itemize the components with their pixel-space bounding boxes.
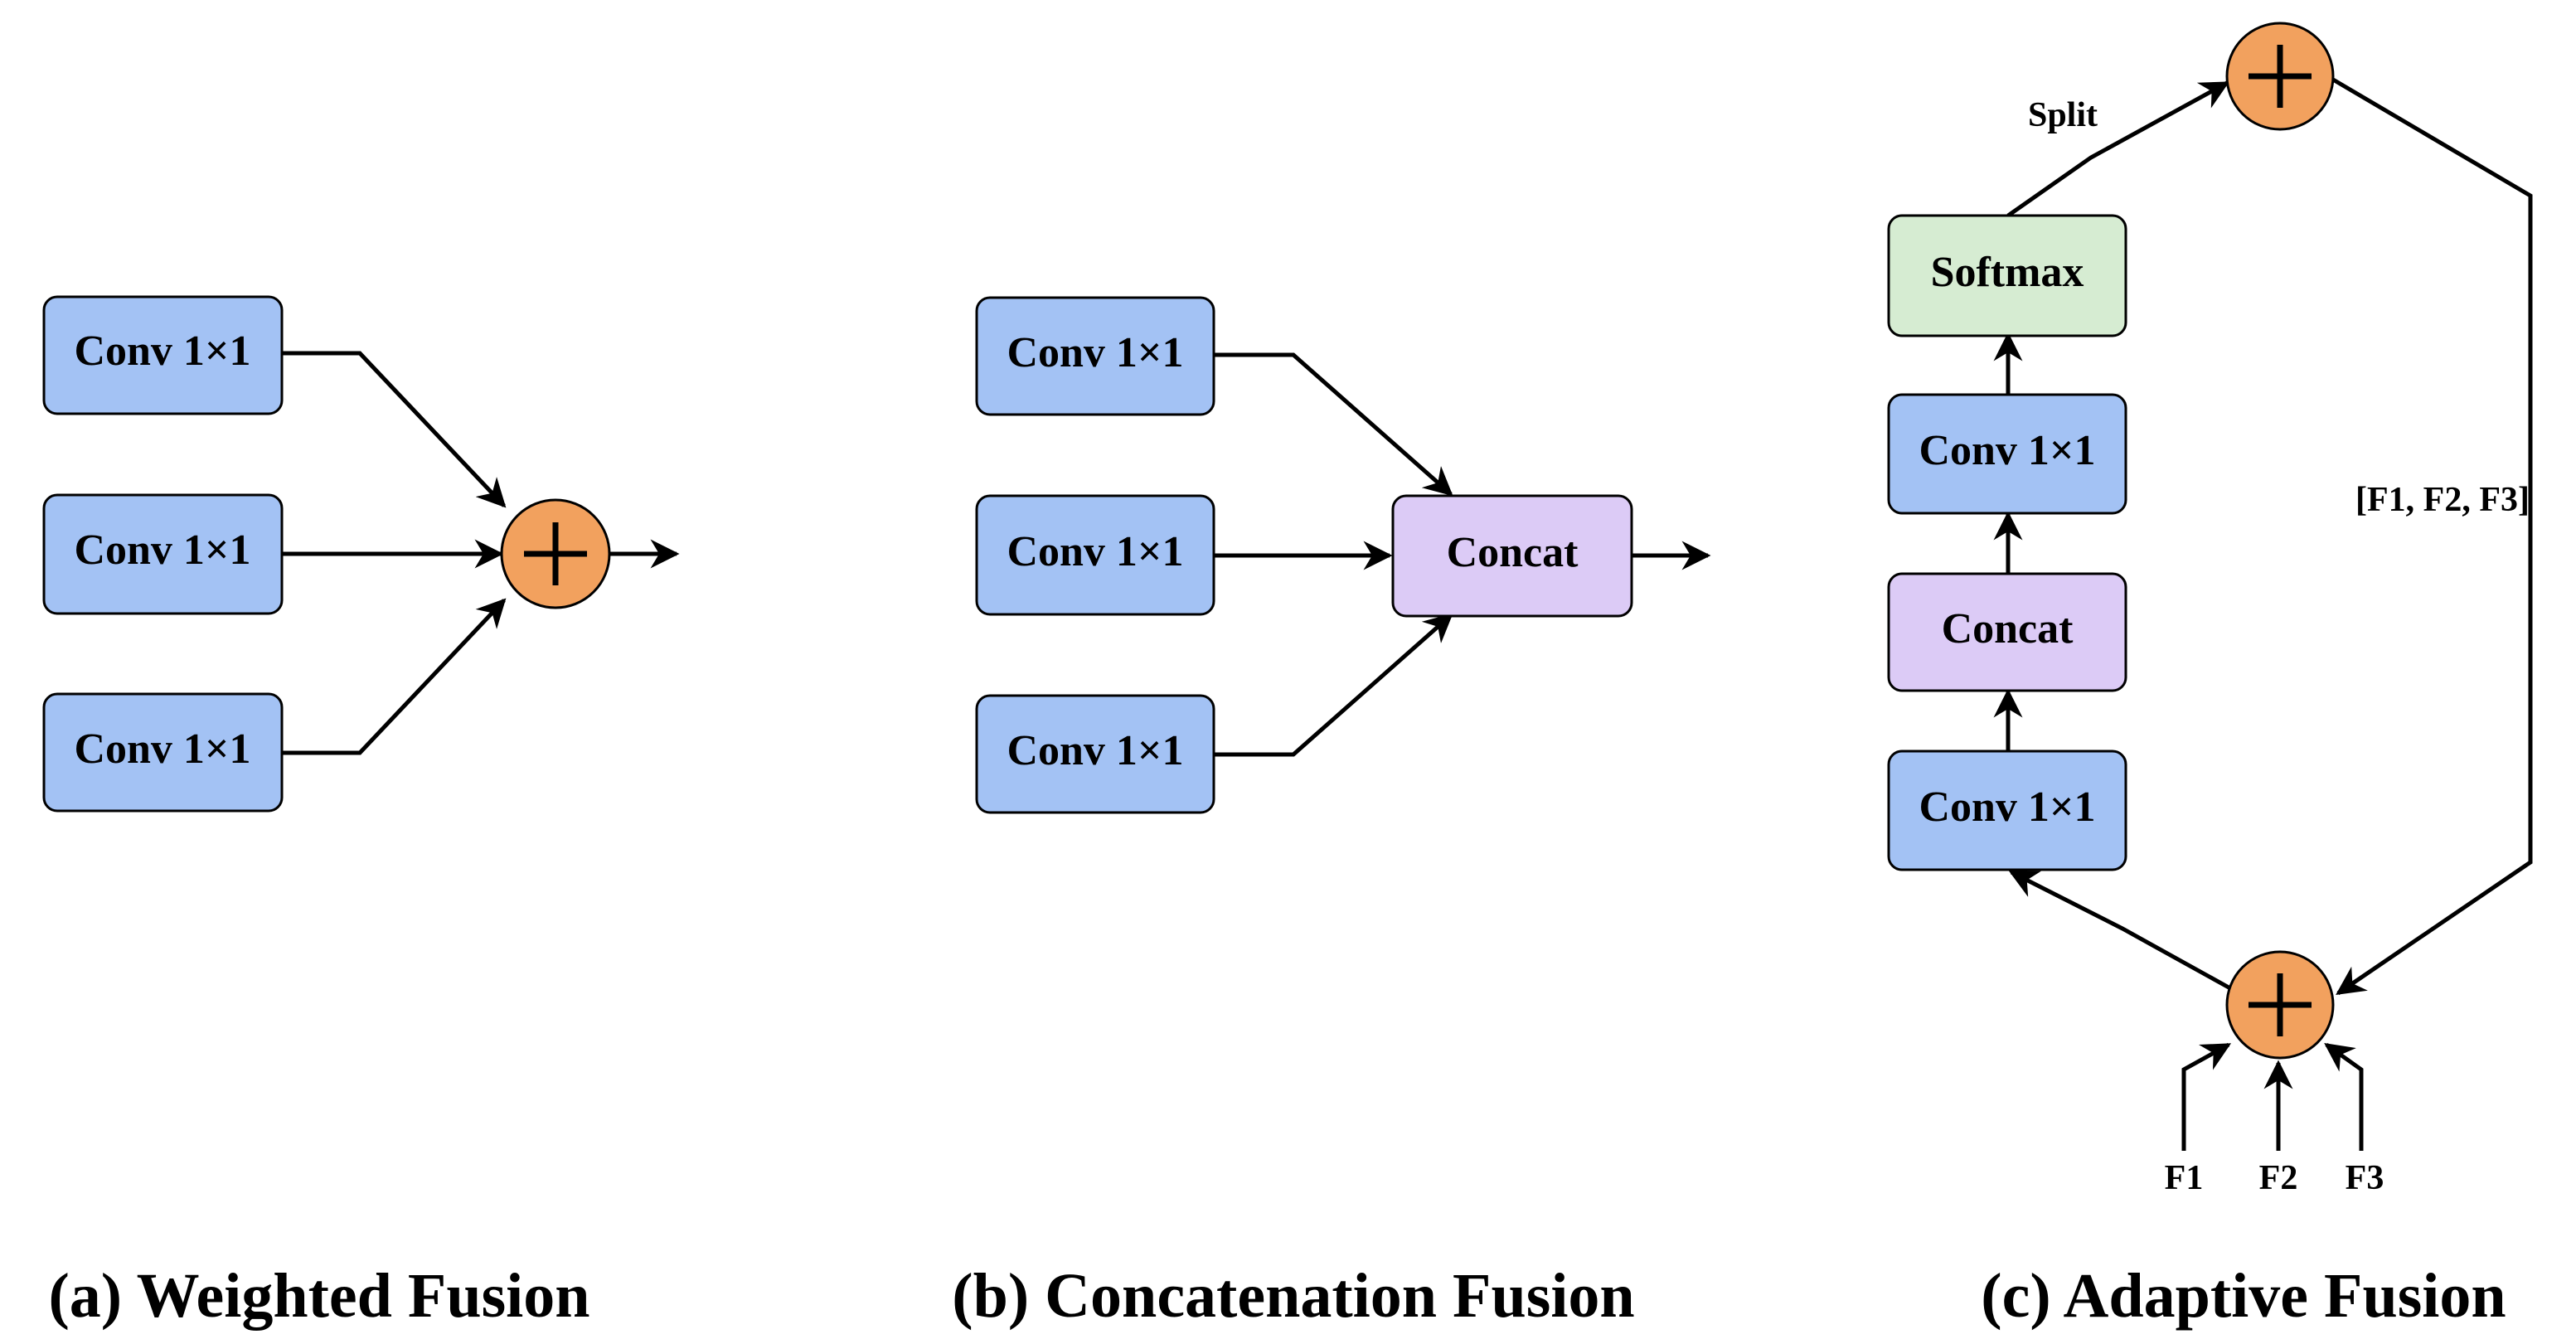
panel-concatenation-fusion: Conv 1×1 Conv 1×1 Conv 1×1 Concat bbox=[975, 296, 1711, 814]
panel-adaptive-fusion: Softmax Conv 1×1 Concat Conv 1×1 bbox=[1887, 22, 2533, 1197]
conv-label: Conv 1×1 bbox=[1007, 727, 1183, 774]
softmax-label: Softmax bbox=[1931, 249, 2084, 296]
softmax-box: Softmax bbox=[1887, 214, 2127, 337]
conv-label: Conv 1×1 bbox=[1919, 784, 2095, 831]
edge-conv3-to-adder-a bbox=[282, 598, 507, 755]
conv-label: Conv 1×1 bbox=[1007, 329, 1183, 376]
conv-label: Conv 1×1 bbox=[74, 526, 250, 574]
plus-icon bbox=[2249, 45, 2312, 108]
conv-label: Conv 1×1 bbox=[1919, 427, 2095, 474]
plus-icon bbox=[2249, 973, 2312, 1036]
input-label-f3: F3 bbox=[2346, 1159, 2384, 1197]
edge-adder-to-conv bbox=[2008, 870, 2232, 991]
caption-concatenation-fusion: (b) Concatenation Fusion bbox=[952, 1261, 1634, 1331]
panel-weighted-fusion: Conv 1×1 Conv 1×1 Conv 1×1 bbox=[42, 295, 680, 813]
conv-box-b1: Conv 1×1 bbox=[975, 296, 1215, 416]
edge-f3-to-adder bbox=[2324, 1042, 2364, 1151]
conv-box-a1: Conv 1×1 bbox=[42, 295, 284, 415]
input-label-f1: F1 bbox=[2165, 1159, 2204, 1197]
edge-f1-to-adder bbox=[2181, 1042, 2232, 1151]
edge-softmax-split-to-adder bbox=[2006, 80, 2230, 218]
concat-label: Concat bbox=[1942, 605, 2074, 653]
concat-box-b: Concat bbox=[1391, 494, 1633, 618]
conv-box-c-top: Conv 1×1 bbox=[1887, 393, 2127, 515]
plus-icon bbox=[524, 522, 587, 585]
conv-label: Conv 1×1 bbox=[74, 725, 250, 773]
caption-weighted-fusion: (a) Weighted Fusion bbox=[48, 1261, 589, 1331]
concat-box-c: Concat bbox=[1887, 572, 2127, 692]
conv-box-b3: Conv 1×1 bbox=[975, 694, 1215, 814]
conv-box-c-bottom: Conv 1×1 bbox=[1887, 750, 2127, 871]
edge-conv1-to-concat-b bbox=[1214, 352, 1453, 497]
conv-box-a3: Conv 1×1 bbox=[42, 692, 284, 813]
edge-conv3-to-concat-b bbox=[1214, 613, 1453, 757]
conv-box-a2: Conv 1×1 bbox=[42, 493, 284, 615]
conv-label: Conv 1×1 bbox=[1007, 528, 1183, 575]
input-label-f2: F2 bbox=[2259, 1159, 2298, 1197]
split-label: Split bbox=[2028, 96, 2098, 134]
concat-label: Concat bbox=[1447, 529, 1579, 576]
conv-box-b2: Conv 1×1 bbox=[975, 494, 1215, 616]
adder-node-a bbox=[500, 498, 611, 609]
edge-skip-path bbox=[2331, 77, 2533, 996]
adder-node-c-bottom bbox=[2225, 950, 2335, 1060]
edge-conv1-to-adder-a bbox=[282, 351, 507, 508]
caption-adaptive-fusion: (c) Adaptive Fusion bbox=[1981, 1261, 2506, 1331]
skip-path-label: [F1, F2, F3] bbox=[2355, 481, 2530, 519]
adder-node-c-top bbox=[2225, 22, 2335, 131]
conv-label: Conv 1×1 bbox=[74, 327, 250, 375]
